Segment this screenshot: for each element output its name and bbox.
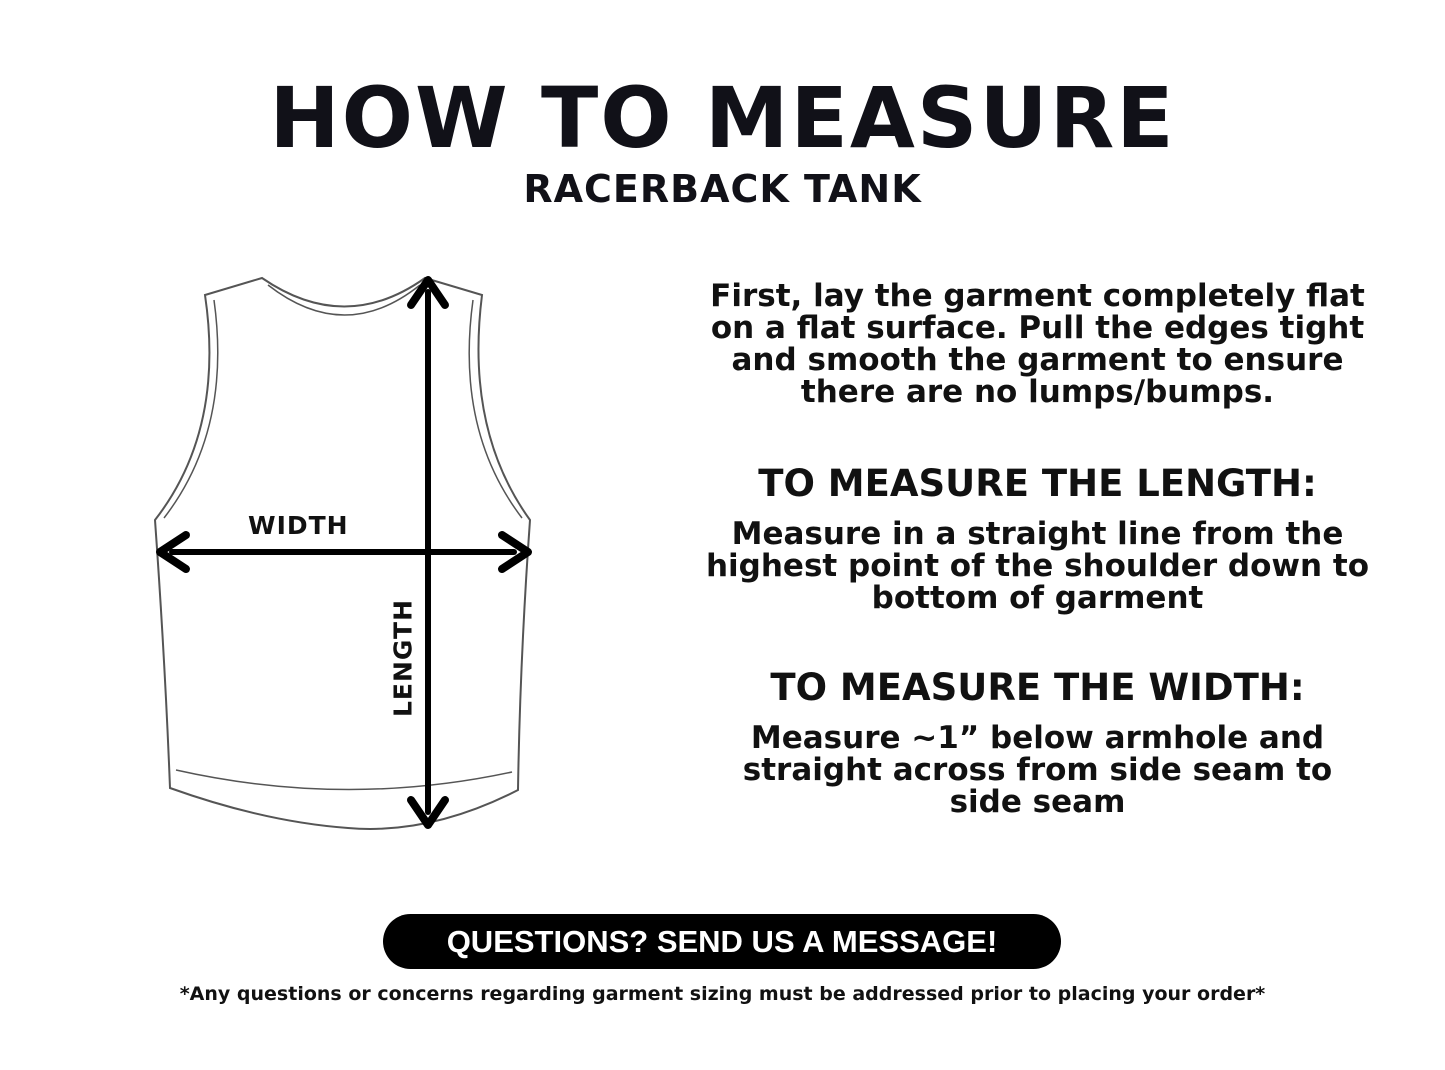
width-block: TO MEASURE THE WIDTH: Measure ~1” below … — [705, 666, 1370, 818]
length-text: Measure in a straight line from the high… — [705, 516, 1370, 616]
length-block: TO MEASURE THE LENGTH: Measure in a stra… — [705, 462, 1370, 614]
racerback-tank-diagram — [153, 276, 532, 830]
width-label: WIDTH — [248, 511, 349, 540]
length-heading: TO MEASURE THE LENGTH: — [758, 462, 1317, 505]
page-title: HOW TO MEASURE — [269, 69, 1176, 167]
length-label: LENGTH — [388, 599, 418, 717]
intro-text: First, lay the garment completely flat o… — [710, 278, 1365, 410]
width-text: Measure ~1” below armhole and straight a… — [742, 720, 1333, 820]
page-subtitle: RACERBACK TANK — [523, 167, 922, 211]
width-heading: TO MEASURE THE WIDTH: — [770, 666, 1305, 709]
intro-block: First, lay the garment completely flat o… — [705, 280, 1370, 408]
length-arrow — [407, 276, 449, 829]
contact-button[interactable]: QUESTIONS? SEND US A MESSAGE! — [383, 914, 1061, 969]
sizing-disclaimer: *Any questions or concerns regarding gar… — [179, 983, 1266, 1005]
width-arrow — [156, 531, 532, 573]
